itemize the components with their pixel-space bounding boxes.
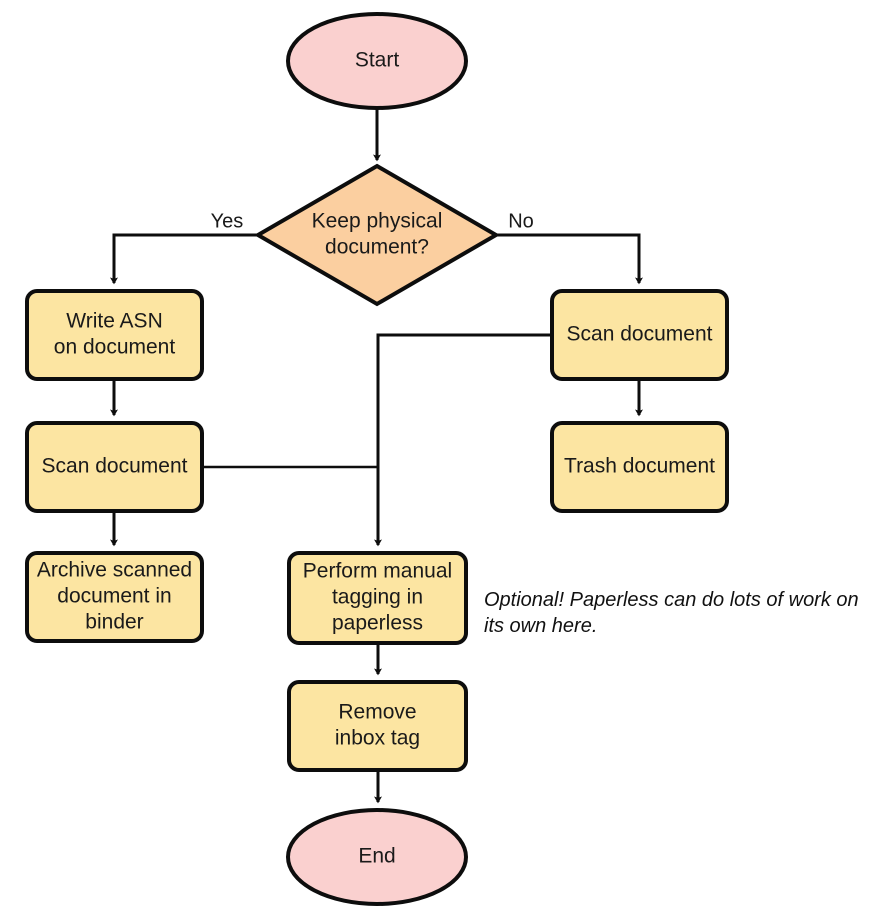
process-rect[interactable] — [550, 289, 729, 381]
node-label-line: Scan document — [567, 323, 713, 346]
edge-label-no: No — [508, 210, 534, 232]
decision-diamond[interactable] — [254, 163, 500, 307]
edge-scan-right-to-tagging — [374, 333, 552, 547]
terminator-ellipse[interactable] — [286, 808, 468, 906]
node-label-line: tagging in — [332, 586, 423, 609]
annotation-line: Optional! Paperless can do lots of work … — [484, 589, 859, 611]
edge-label-yes: Yes — [211, 210, 244, 232]
node-label-line: Perform manual — [303, 560, 452, 583]
node-label-line: document? — [325, 236, 429, 259]
process-rect[interactable] — [550, 421, 729, 513]
process-rect[interactable] — [25, 289, 204, 381]
node-label-line: Scan document — [42, 455, 188, 478]
node-label-line: Remove — [338, 701, 416, 724]
edge-decision-to-scan-right: No — [496, 210, 643, 285]
node-scan-document-right[interactable]: Scan document — [550, 289, 729, 381]
annotation-line: its own here. — [484, 615, 597, 637]
node-label-line: End — [358, 845, 395, 868]
node-manual-tagging[interactable]: Perform manual tagging in paperless — [287, 551, 468, 645]
node-label-line: on document — [54, 336, 176, 359]
node-write-asn[interactable]: Write ASN on document — [25, 289, 204, 381]
node-trash-document[interactable]: Trash document — [550, 421, 729, 513]
edge-decision-to-write-asn: Yes — [110, 210, 258, 285]
node-label-line: binder — [85, 611, 143, 634]
edge-path — [496, 233, 643, 285]
annotation-optional-note: Optional! Paperless can do lots of work … — [484, 589, 859, 637]
annotations-layer: Optional! Paperless can do lots of work … — [484, 589, 859, 637]
node-label-line: Archive scanned — [37, 559, 192, 582]
node-label-line: Trash document — [564, 455, 715, 478]
node-remove-inbox-tag[interactable]: Remove inbox tag — [287, 680, 468, 772]
process-rect[interactable] — [25, 421, 204, 513]
edges-layer: Yes No — [110, 108, 643, 804]
node-label-line: Keep physical — [312, 210, 443, 233]
node-label-line: document in — [57, 585, 171, 608]
node-start[interactable]: Start — [286, 12, 468, 110]
process-rect[interactable] — [25, 551, 204, 643]
node-decision-keep-physical[interactable]: Keep physical document? — [254, 163, 500, 307]
process-rect[interactable] — [287, 680, 468, 772]
node-end[interactable]: End — [286, 808, 468, 906]
node-label-line: inbox tag — [335, 727, 420, 750]
node-label-line: Write ASN — [66, 310, 162, 333]
process-rect[interactable] — [287, 551, 468, 645]
node-archive-in-binder[interactable]: Archive scanned document in binder — [25, 551, 204, 643]
node-scan-document-left[interactable]: Scan document — [25, 421, 204, 513]
edge-path — [110, 233, 258, 285]
node-label-line: Start — [355, 49, 400, 72]
edge-path — [374, 333, 552, 547]
node-label-line: paperless — [332, 612, 423, 635]
terminator-ellipse[interactable] — [286, 12, 468, 110]
